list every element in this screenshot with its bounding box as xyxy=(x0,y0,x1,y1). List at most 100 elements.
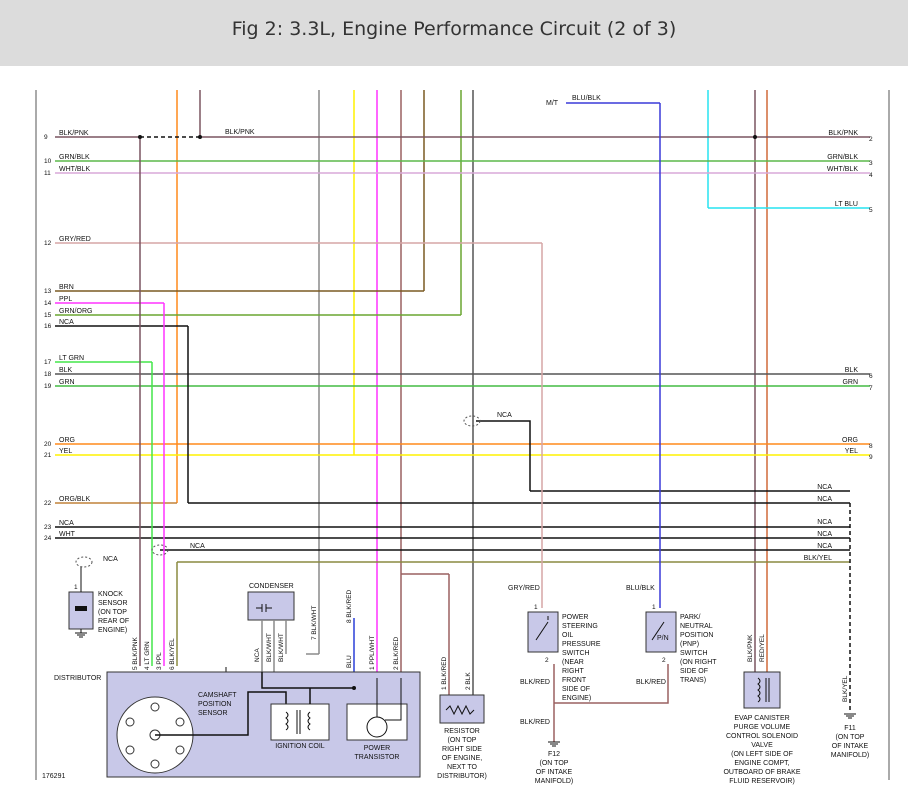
dist-pin-4: 4 LT GRN xyxy=(144,641,151,670)
left-pin-number: 16 xyxy=(44,323,52,330)
knock-sensor-caption-3: REAR OF xyxy=(98,618,129,625)
ps-pin-2: 2 xyxy=(545,657,549,664)
res-pin-2: 2 BLK xyxy=(465,672,472,690)
ps-caption-5: (NEAR xyxy=(562,659,584,666)
ignition-coil-label: IGNITION COIL xyxy=(275,743,325,750)
dist-pin-3: 3 PPL xyxy=(156,652,163,670)
distributor-label: DISTRIBUTOR xyxy=(54,675,101,682)
evap-caption-0: EVAP CANISTER xyxy=(734,715,789,722)
pnp-caption-0: PARK/ xyxy=(680,614,701,621)
f11-ground-icon xyxy=(844,713,856,719)
right-wire-label: BLK/PNK xyxy=(828,130,858,137)
camshaft-caption-1: POSITION xyxy=(198,701,231,708)
knock-sensor-caption-4: ENGINE) xyxy=(98,627,127,634)
evap-caption-5: ENGINE COMPT, xyxy=(734,760,789,767)
f11-caption-1: (ON TOP xyxy=(836,734,865,741)
splice-dot xyxy=(198,135,202,139)
resistor-caption-4: NEXT TO xyxy=(447,764,478,771)
ps-switch-contact-icon xyxy=(535,616,549,641)
left-pin-number: 22 xyxy=(44,500,52,507)
right-wire-label: GRN/BLK xyxy=(827,154,858,161)
dist-pin-6: 6 BLK/YEL xyxy=(169,638,176,670)
left-wire-label: PPL xyxy=(59,296,72,303)
pnp-caption-1: NEUTRAL xyxy=(680,623,713,630)
power-transistor-caption-0: POWER xyxy=(364,745,390,752)
evap-caption-7: FLUID RESERVOIR) xyxy=(729,778,795,785)
label-blublk-top: BLU/BLK xyxy=(572,95,601,102)
ps-caption-8: SIDE OF xyxy=(562,686,590,693)
left-wire-label: GRN xyxy=(59,379,75,386)
right-pin-number: 8 xyxy=(869,443,873,450)
left-wire-label: GRN/BLK xyxy=(59,154,90,161)
cond-bw2: BLK/WHT xyxy=(278,633,285,662)
pnp-switch-box xyxy=(645,611,677,653)
label-nca-r5: NCA xyxy=(817,543,832,550)
left-wire-label: WHT xyxy=(59,531,76,538)
pnp-caption-2: POSITION xyxy=(680,632,713,639)
ps-caption-4: SWITCH xyxy=(562,650,590,657)
left-pin-number: 10 xyxy=(44,158,52,165)
condenser-label: CONDENSER xyxy=(249,583,294,590)
evap-caption-6: OUTBOARD OF BRAKE xyxy=(723,769,800,776)
break-knock xyxy=(75,556,93,568)
vertical-drops xyxy=(139,103,851,742)
figure-title: Fig 2: 3.3L, Engine Performance Circuit … xyxy=(231,18,677,40)
ps-caption-3: PRESSURE xyxy=(562,641,601,648)
left-pin-number: 18 xyxy=(44,371,52,378)
splice-dot xyxy=(352,686,356,690)
right-pin-number: 2 xyxy=(869,136,873,143)
knock-sensor-caption-2: (ON TOP xyxy=(98,609,127,616)
pnp-pin-1: 1 xyxy=(652,604,656,611)
break-cam xyxy=(151,544,169,556)
ps-caption-9: ENGINE) xyxy=(562,695,591,702)
left-pin-number: 23 xyxy=(44,524,52,531)
right-wire-label: YEL xyxy=(845,448,858,455)
left-pin-number: 19 xyxy=(44,383,52,390)
left-wire-label: NCA xyxy=(59,520,74,527)
resistor-caption-1: (ON TOP xyxy=(448,737,477,744)
splice-dot xyxy=(138,135,142,139)
camshaft-caption-0: CAMSHAFT xyxy=(198,692,237,699)
left-pin-number: 11 xyxy=(44,170,51,177)
resistor-caption-0: RESISTOR xyxy=(444,728,480,735)
label-nca-r3: NCA xyxy=(817,519,832,526)
label-nca-r1: NCA xyxy=(817,484,832,491)
knock-sensor-ground-icon xyxy=(75,629,87,638)
pnp-tag: P/N xyxy=(657,635,669,642)
left-pin-number: 14 xyxy=(44,300,52,307)
blu-pin: BLU xyxy=(346,655,353,668)
f12-caption-2: OF INTAKE xyxy=(536,769,573,776)
ps-caption-0: POWER xyxy=(562,614,588,621)
cond-bw1: BLK/WHT xyxy=(266,633,273,662)
left-pin-number: 21 xyxy=(44,452,52,459)
f11-wire-label: BLK/YEL xyxy=(842,675,849,702)
right-pin-number: 5 xyxy=(869,207,873,214)
splice-dot xyxy=(753,135,757,139)
right-pin-number: 3 xyxy=(869,160,873,167)
right-pin-number: 6 xyxy=(869,373,873,380)
cond-nca: NCA xyxy=(254,648,261,662)
wire-pnp-ret xyxy=(554,664,669,704)
f12-caption-0: F12 xyxy=(548,751,560,758)
evap-caption-4: (ON LEFT SIDE OF xyxy=(731,751,793,758)
pnp-out-label: BLK/RED xyxy=(636,679,666,686)
f12-wire-label: BLK/RED xyxy=(520,719,550,726)
figure-id: 176291 xyxy=(42,773,65,780)
ps-out-label: BLK/RED xyxy=(520,679,550,686)
f11-caption-0: F11 xyxy=(844,725,856,732)
top-trunks xyxy=(176,90,768,695)
wire-nca-center xyxy=(476,420,531,491)
break-symbols xyxy=(75,415,481,568)
ev-pin-2: RED/YEL xyxy=(759,634,766,662)
pnp-caption-7: TRANS) xyxy=(680,677,706,684)
dist-pin-5: 5 BLK/PNK xyxy=(132,636,139,670)
ev-pin-1: BLK/PNK xyxy=(747,634,754,662)
label-nca-r2: NCA xyxy=(817,496,832,503)
right-wire-label: WHT/BLK xyxy=(827,166,858,173)
left-pin-number: 15 xyxy=(44,312,52,319)
horizontal-wires xyxy=(55,136,870,563)
left-wire-label: LT GRN xyxy=(59,355,84,362)
f12-caption-1: (ON TOP xyxy=(540,760,569,767)
